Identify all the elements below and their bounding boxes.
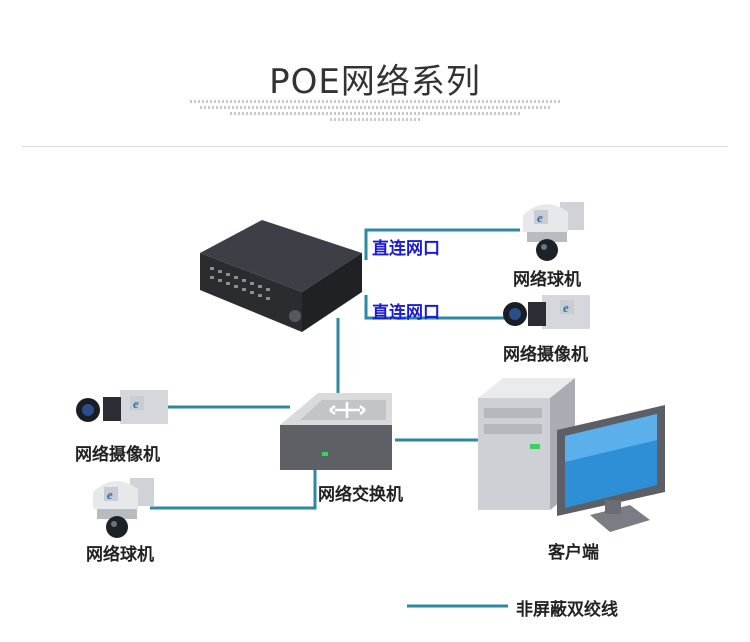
box-camera-label: 网络摄像机 xyxy=(503,345,588,365)
cable-nvr-camera xyxy=(364,295,505,320)
switch-label: 网络交换机 xyxy=(318,485,403,505)
fine-print-line xyxy=(200,106,550,109)
box-camera-icon: e xyxy=(503,295,590,329)
svg-text:e: e xyxy=(133,396,139,411)
svg-text:e: e xyxy=(537,210,543,225)
svg-text:e: e xyxy=(107,487,113,502)
client-label: 客户端 xyxy=(548,543,599,563)
legend-label: 非屏蔽双绞线 xyxy=(516,600,618,620)
box-camera-label: 网络摄像机 xyxy=(75,445,160,465)
cables xyxy=(150,228,520,608)
port-label: 直连网口 xyxy=(372,239,440,259)
box-camera-icon: e xyxy=(76,390,168,424)
fine-print-line xyxy=(190,100,560,103)
fine-print-line xyxy=(230,112,520,115)
nvr-icon xyxy=(200,220,362,332)
dome-camera-icon: e xyxy=(523,202,584,261)
switch-icon xyxy=(280,393,392,470)
monitor-icon xyxy=(557,405,665,532)
dome-camera-icon: e xyxy=(93,478,154,538)
page-title: POE网络系列 xyxy=(269,62,481,102)
dome-camera-label: 网络球机 xyxy=(513,270,581,290)
svg-text:e: e xyxy=(563,300,569,315)
dome-camera-label: 网络球机 xyxy=(86,545,154,565)
header-divider xyxy=(22,146,728,147)
fine-print-line xyxy=(330,118,420,121)
port-label: 直连网口 xyxy=(372,303,440,323)
cable-nvr-dome xyxy=(364,228,520,260)
cable-dome-switch xyxy=(150,468,317,510)
